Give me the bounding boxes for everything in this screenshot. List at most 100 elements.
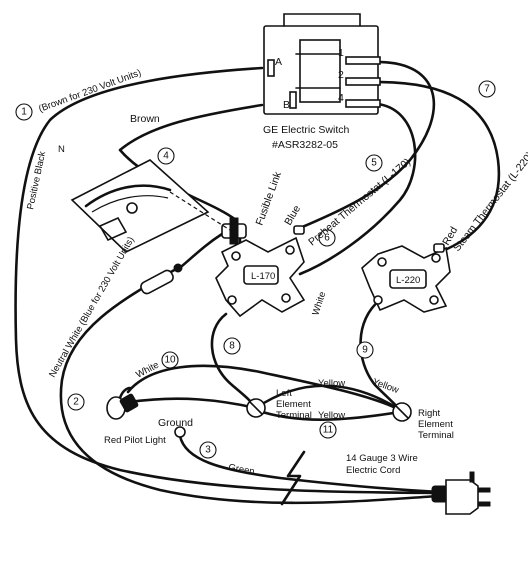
wire-10-white: [126, 364, 402, 412]
component-labels: Left Element Terminal Right Element Term…: [104, 388, 454, 476]
callout-1: 1: [21, 107, 27, 118]
ground-screw: [174, 426, 186, 438]
ground-screw-head: [174, 426, 186, 438]
callout-3-circle: [199, 441, 217, 459]
terminal-4-label: 4: [338, 92, 344, 104]
callout-11-circle: [319, 421, 337, 439]
label-n: N: [58, 144, 65, 155]
wire-7-steam: [376, 80, 501, 254]
terminal-4-tab: [345, 99, 381, 108]
inset-tube: [84, 184, 172, 208]
callout-4: 4: [163, 151, 169, 162]
electric-switch: A B 1 2 4 GE Electric Switch #ASR3282-05: [263, 13, 381, 151]
callout-10-circle: [161, 351, 179, 369]
fusible-link-cap: [229, 217, 239, 245]
wires: [14, 60, 501, 505]
preheat-hole-2: [285, 245, 295, 255]
right-terminal-label-1: Right: [418, 408, 441, 419]
wire-8: [210, 312, 258, 410]
wire-3-green: [178, 434, 442, 494]
terminal-a-label: A: [275, 56, 282, 68]
pilot-light-body: [119, 393, 139, 413]
callout-8: 8: [229, 341, 235, 352]
wire-1-positive-black: [14, 66, 442, 495]
callout-6-circle: [318, 229, 336, 247]
callout-5: 5: [371, 158, 377, 169]
wire-6-white: [298, 102, 417, 276]
label-green: Green: [227, 462, 255, 477]
plug-prong-2: [477, 501, 491, 507]
inline-connector: [140, 263, 183, 295]
inset-dashed-leader: [169, 191, 231, 231]
label-neutral-white: Neutral White (Blue for 230 Volt Units): [47, 235, 137, 380]
pilot-light: [106, 393, 139, 420]
terminal-2-tab: [345, 77, 381, 86]
terminal-2-label: 2: [338, 69, 344, 81]
wire-5-blue: [298, 60, 436, 230]
callout-8-circle: [223, 337, 241, 355]
steam-terminal: [433, 243, 445, 253]
callout-11: 11: [323, 425, 334, 436]
wire-11-yellow-b: [254, 408, 402, 421]
switch-part-number: #ASR3282-05: [272, 139, 338, 151]
pilot-light-label: Red Pilot Light: [104, 435, 166, 446]
ground-label: Ground: [158, 417, 193, 429]
steam-badge: L-220: [396, 275, 420, 286]
right-terminal-slot: [395, 405, 409, 419]
callout-3: 3: [205, 445, 211, 456]
plug-body: [445, 479, 479, 515]
plug: [431, 471, 491, 515]
wire-2-neutral-white: [59, 266, 442, 505]
callout-4-circle: [157, 147, 175, 165]
terminal-b-tab: [289, 91, 297, 109]
connector-end: [173, 263, 183, 273]
inset-tube-shade: [91, 195, 169, 213]
label-yellow-bottom: Yellow: [318, 410, 345, 421]
label-brown: Brown: [130, 113, 160, 125]
callout-10: 10: [164, 355, 176, 366]
inset-bolt: [126, 202, 138, 214]
label-steam: Steam Thermostat (L-220): [451, 150, 528, 254]
preheat-hole-1: [231, 251, 241, 261]
callout-2: 2: [73, 397, 79, 408]
switch-mount: [283, 13, 361, 27]
cord-label-1: 14 Gauge 3 Wire: [346, 453, 418, 464]
steam-hole-2: [431, 253, 441, 263]
steam-badge-box: [389, 269, 427, 289]
left-terminal-label-2: Element: [276, 399, 311, 410]
inset-frame: [70, 159, 210, 253]
preheat-hole-3: [281, 293, 291, 303]
preheat-badge: L-170: [251, 271, 275, 282]
left-element-terminal: [246, 398, 266, 418]
right-element-terminal: [392, 402, 412, 422]
wire-fusible-to-plugjoint: [180, 232, 224, 268]
callout-5-circle: [365, 154, 383, 172]
preheat-badge-box: [243, 265, 279, 285]
cord-label-2: Electric Cord: [346, 465, 400, 476]
preheat-thermostat: L-170: [215, 236, 306, 318]
terminal-1-label: 1: [338, 47, 344, 59]
inset-bracket: [98, 216, 128, 242]
terminal-1-tab: [345, 56, 381, 65]
burner-inset: [70, 159, 231, 253]
callout-2-circle: [67, 393, 85, 411]
connector-body: [140, 269, 174, 295]
label-positive-black-note: (Brown for 230 Volt Units): [37, 67, 142, 114]
switch-title: GE Electric Switch: [263, 124, 350, 136]
callout-7-circle: [478, 80, 496, 98]
terminal-a-tab: [267, 59, 275, 77]
label-blue: Blue: [282, 203, 303, 227]
callouts: 1 2 3 4 5 6 7 8 9 10 11: [15, 80, 496, 459]
right-terminal-label-3: Terminal: [418, 430, 454, 441]
fusible-link: [221, 217, 247, 245]
switch-inner: [299, 39, 341, 103]
left-terminal-label-3: Terminal: [276, 410, 312, 421]
terminal-b-label: B: [283, 99, 290, 111]
steam-hole-1: [377, 257, 387, 267]
label-yellow-left: Yellow: [318, 378, 345, 389]
callout-6: 6: [324, 233, 330, 244]
label-yellow-right: Yellow: [371, 376, 400, 396]
lightning-break-icon: [280, 450, 306, 506]
callout-7: 7: [484, 84, 490, 95]
